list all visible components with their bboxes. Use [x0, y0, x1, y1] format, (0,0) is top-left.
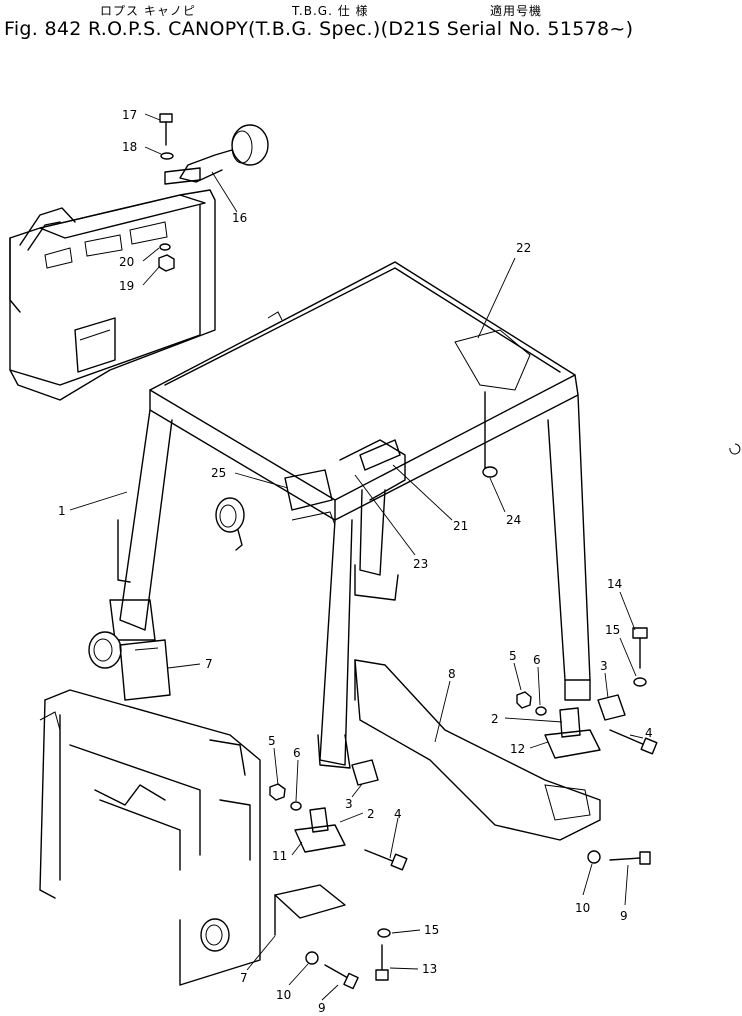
mount-bracket-7-upper — [119, 639, 171, 701]
lower-frame-left — [39, 689, 261, 986]
fender-tank-assembly — [9, 189, 216, 401]
bolt-14 — [632, 627, 648, 669]
figure-title: Fig. 842 R.O.P.S. CANOPY(T.B.G. Spec.)(D… — [4, 18, 633, 40]
callout-2-right: 2 — [491, 712, 499, 726]
callout-4-left: 4 — [394, 807, 402, 821]
callout-2-left: 2 — [367, 807, 375, 821]
paren-open-2: ( — [380, 18, 389, 40]
callout-17: 17 — [122, 108, 137, 122]
callout-23: 23 — [413, 557, 428, 571]
plate-25 — [284, 469, 336, 526]
callout-24: 24 — [506, 513, 521, 527]
canopy-roof — [149, 261, 579, 521]
bolt-24 — [482, 391, 498, 478]
callout-labels: 17 18 16 20 19 22 1 25 21 24 23 14 15 5 … — [58, 108, 653, 1015]
leader-lines — [69, 113, 644, 1001]
callout-13: 13 — [422, 962, 437, 976]
callout-11: 11 — [272, 849, 287, 863]
callout-7-upper: 7 — [205, 657, 213, 671]
bushing-3-right — [597, 694, 626, 721]
callout-16: 16 — [232, 211, 247, 225]
bolt-17 — [159, 113, 173, 146]
callout-1: 1 — [58, 504, 66, 518]
callout-9-left: 9 — [318, 1001, 326, 1015]
callout-21: 21 — [453, 519, 468, 533]
washer-6-right — [535, 706, 547, 716]
callout-15-upper: 15 — [605, 623, 620, 637]
callout-10-left: 10 — [276, 988, 291, 1002]
bolt-4-left — [364, 849, 408, 871]
callout-22: 22 — [516, 241, 531, 255]
callout-15-lower: 15 — [424, 923, 439, 937]
callout-4-right: 4 — [645, 726, 653, 740]
paren-open-1: ( — [248, 18, 256, 40]
figure-title-spec: T.B.G. Spec. — [255, 18, 373, 40]
title-japanese-spec: T.B.G. 仕 様 — [292, 4, 369, 18]
washer-15-upper — [633, 677, 647, 687]
lamp-left-lower — [88, 631, 122, 669]
bolt-13 — [375, 944, 389, 981]
bracket-21-23 — [339, 439, 406, 501]
washer-15-lower — [377, 928, 391, 938]
callout-14: 14 — [607, 577, 622, 591]
canopy-post-left-front — [109, 409, 173, 641]
canopy-post-center-rear — [354, 489, 399, 601]
nut-19 — [158, 254, 175, 272]
lamp-16 — [164, 124, 269, 185]
callout-7-lower: 7 — [240, 971, 248, 985]
mount-bracket-12 — [544, 707, 601, 759]
stray-mark — [729, 443, 741, 455]
callout-19: 19 — [119, 279, 134, 293]
title-japanese-name: ロプス キャノピ — [100, 4, 196, 18]
callout-9-right: 9 — [620, 909, 628, 923]
paren-close-2: ) — [625, 18, 634, 40]
bolt-9-right — [609, 851, 651, 865]
figure-title-serial: D21S Serial No. 51578~ — [388, 18, 626, 40]
frame-8 — [354, 659, 601, 841]
callout-18: 18 — [122, 140, 137, 154]
washer-18 — [160, 152, 174, 160]
callout-10-right: 10 — [575, 901, 590, 915]
title-japanese-applicable: 適用号機 — [490, 4, 543, 18]
canopy-post-right-rear — [547, 394, 591, 701]
mount-bracket-7-lower — [274, 884, 346, 936]
callout-5-left: 5 — [268, 734, 276, 748]
callout-6-left: 6 — [293, 746, 301, 760]
callout-5-right: 5 — [509, 649, 517, 663]
mount-bracket-11 — [294, 807, 346, 853]
callout-12: 12 — [510, 742, 525, 756]
callout-3-left: 3 — [345, 797, 353, 811]
washer-10-left — [305, 951, 319, 965]
washer-20 — [159, 243, 171, 251]
callout-20: 20 — [119, 255, 134, 269]
bolt-4-right — [609, 729, 658, 755]
figure-title-main: Fig. 842 R.O.P.S. CANOPY — [4, 18, 249, 40]
canopy-post-center-front — [317, 519, 353, 769]
callout-25: 25 — [211, 466, 226, 480]
nut-5-right — [516, 691, 532, 709]
bushing-3-left — [351, 759, 379, 786]
callout-6-right: 6 — [533, 653, 541, 667]
bolt-9-left — [324, 964, 359, 990]
callout-3-right: 3 — [600, 659, 608, 673]
paren-close-1: ) — [372, 18, 381, 40]
washer-6-left — [290, 801, 302, 811]
washer-10-right — [587, 850, 601, 864]
callout-8: 8 — [448, 667, 456, 681]
nut-5-left — [269, 783, 286, 801]
work-lamp-left — [215, 497, 245, 551]
